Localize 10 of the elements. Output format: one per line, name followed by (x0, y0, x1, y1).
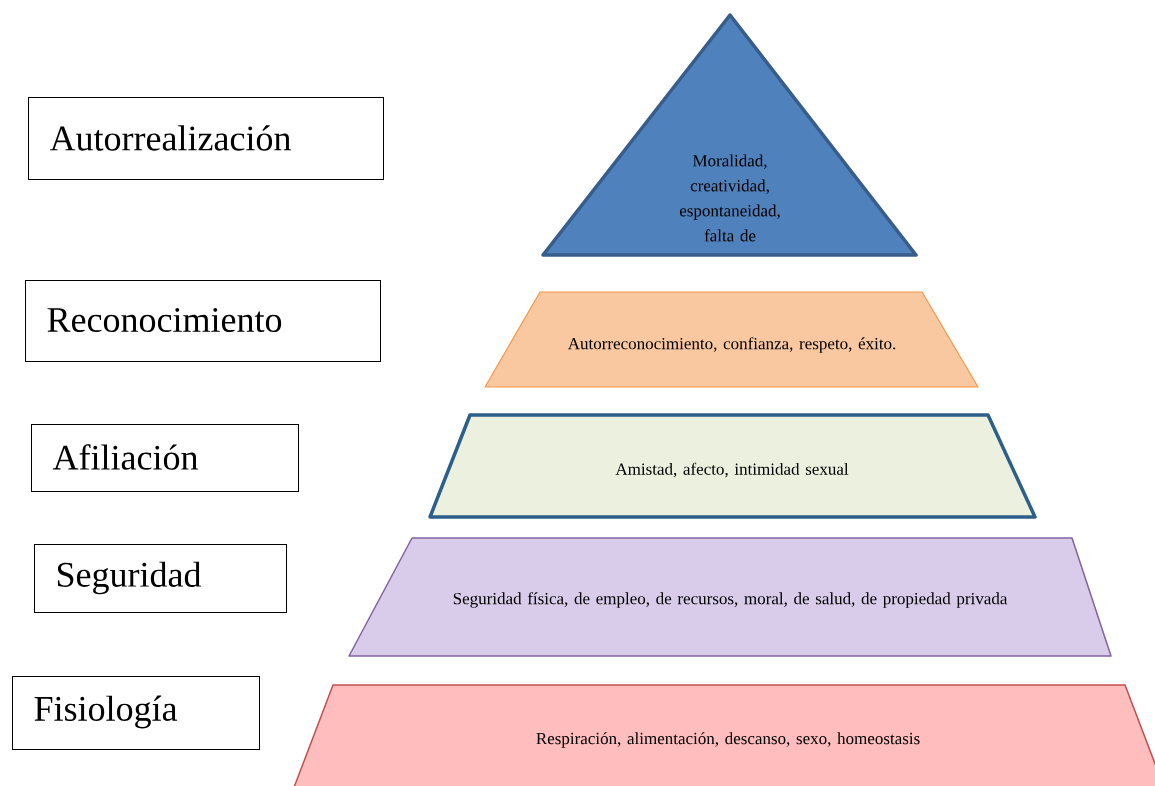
level-label-box: Autorrealización (28, 97, 384, 180)
level-label-box: Afiliación (31, 424, 299, 492)
level-label-box: Seguridad (34, 544, 287, 613)
pyramid-level: Seguridad física, de empleo, de recursos, moral, de salud, de propiedad privada (348, 537, 1112, 657)
level-label-box: Reconocimiento (25, 280, 381, 362)
pyramid-level: Amistad, afecto, intimidad sexual (428, 413, 1037, 519)
level-label-box: Fisiología (12, 676, 260, 750)
pyramid-level: Respiración, alimentación, descanso, sexo, homeostasis (292, 684, 1155, 786)
pyramid-triangle: Moralidad, creatividad, espontaneidad, falta de (541, 13, 918, 257)
pyramid-level: Autorreconocimiento, confianza, respeto, éxito. (484, 291, 979, 388)
